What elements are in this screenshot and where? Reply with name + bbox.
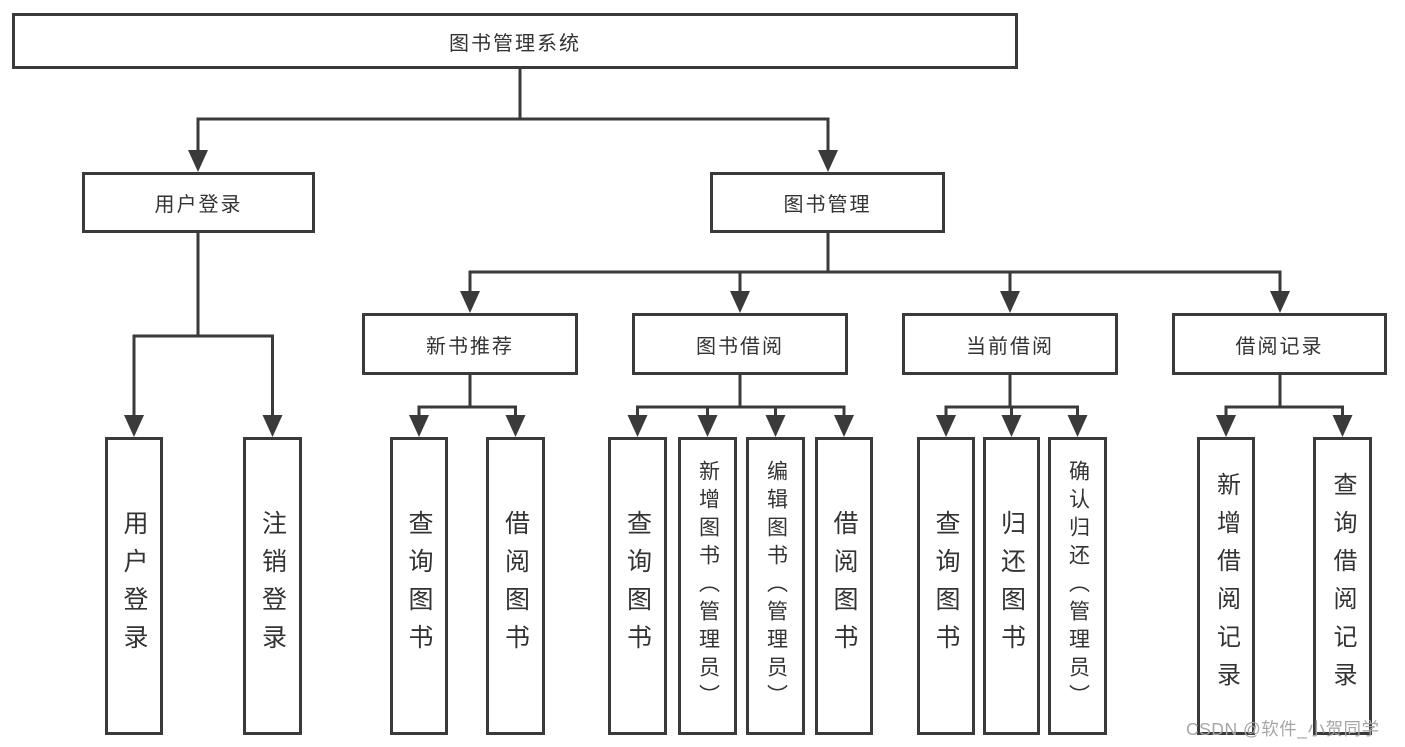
leaf-query-books-current-label: 查询图书	[932, 510, 960, 662]
node-borrow-records: 借阅记录	[1172, 313, 1387, 375]
connector-new-book-recommend-to-leaves	[409, 375, 526, 437]
leaf-query-books-recommend-label: 查询图书	[405, 510, 433, 662]
leaf-add-borrow-record: 新增借阅记录	[1197, 437, 1255, 735]
connector-user-login-to-leaves	[124, 233, 283, 437]
leaf-edit-book-admin: 编辑图书（管理员）	[746, 437, 805, 735]
node-book-management-label: 图书管理	[783, 194, 872, 216]
leaf-query-books-borrow-label: 查询图书	[623, 510, 652, 662]
node-book-borrow-label: 图书借阅	[696, 335, 784, 358]
leaf-borrow-books-recommend: 借阅图书	[486, 437, 545, 735]
watermark-text: CSDN @软件_小贺同学	[1186, 719, 1380, 739]
node-user-login: 用户登录	[82, 172, 315, 233]
node-user-login-label: 用户登录	[154, 194, 243, 216]
node-book-borrow: 图书借阅	[632, 313, 848, 375]
leaf-return-books: 归还图书	[983, 437, 1040, 735]
leaf-borrow-books-label: 借阅图书	[830, 510, 858, 662]
node-new-book-recommend: 新书推荐	[362, 313, 578, 375]
leaf-query-borrow-record: 查询借阅记录	[1313, 437, 1372, 735]
leaf-return-books-label: 归还图书	[997, 510, 1026, 662]
node-root: 图书管理系统	[12, 13, 1018, 69]
leaf-query-books-current: 查询图书	[917, 437, 975, 735]
leaf-edit-book-admin-label: 编辑图书（管理员）	[764, 460, 788, 712]
connector-book-borrow-to-leaves	[627, 375, 854, 437]
leaf-user-login-label: 用户登录	[120, 510, 148, 662]
leaf-borrow-books: 借阅图书	[815, 437, 873, 735]
node-current-borrow: 当前借阅	[902, 313, 1118, 375]
leaf-logout-label: 注销登录	[258, 510, 287, 662]
leaf-logout: 注销登录	[243, 437, 302, 735]
leaf-query-books-recommend: 查询图书	[390, 437, 448, 735]
node-borrow-records-label: 借阅记录	[1235, 335, 1324, 358]
connector-current-borrow-to-leaves	[936, 375, 1088, 437]
connector-borrow-records-to-leaves	[1216, 375, 1353, 437]
connector-book-mgmt-to-level3	[460, 233, 1290, 313]
node-current-borrow-label: 当前借阅	[966, 335, 1054, 358]
leaf-add-book-admin: 新增图书（管理员）	[678, 437, 737, 735]
leaf-user-login: 用户登录	[105, 437, 163, 735]
node-root-label: 图书管理系统	[449, 32, 581, 55]
connector-root-to-level2	[188, 68, 838, 172]
leaf-confirm-return-admin-label: 确认归还（管理员）	[1066, 460, 1090, 712]
leaf-query-borrow-record-label: 查询借阅记录	[1329, 472, 1356, 700]
node-new-book-recommend-label: 新书推荐	[426, 335, 514, 358]
leaf-query-books-borrow: 查询图书	[608, 437, 667, 735]
leaf-borrow-books-recommend-label: 借阅图书	[501, 510, 530, 662]
node-book-management: 图书管理	[710, 172, 945, 233]
leaf-add-book-admin-label: 新增图书（管理员）	[696, 460, 720, 712]
leaf-add-borrow-record-label: 新增借阅记录	[1212, 472, 1240, 700]
leaf-confirm-return-admin: 确认归还（管理员）	[1048, 437, 1107, 735]
